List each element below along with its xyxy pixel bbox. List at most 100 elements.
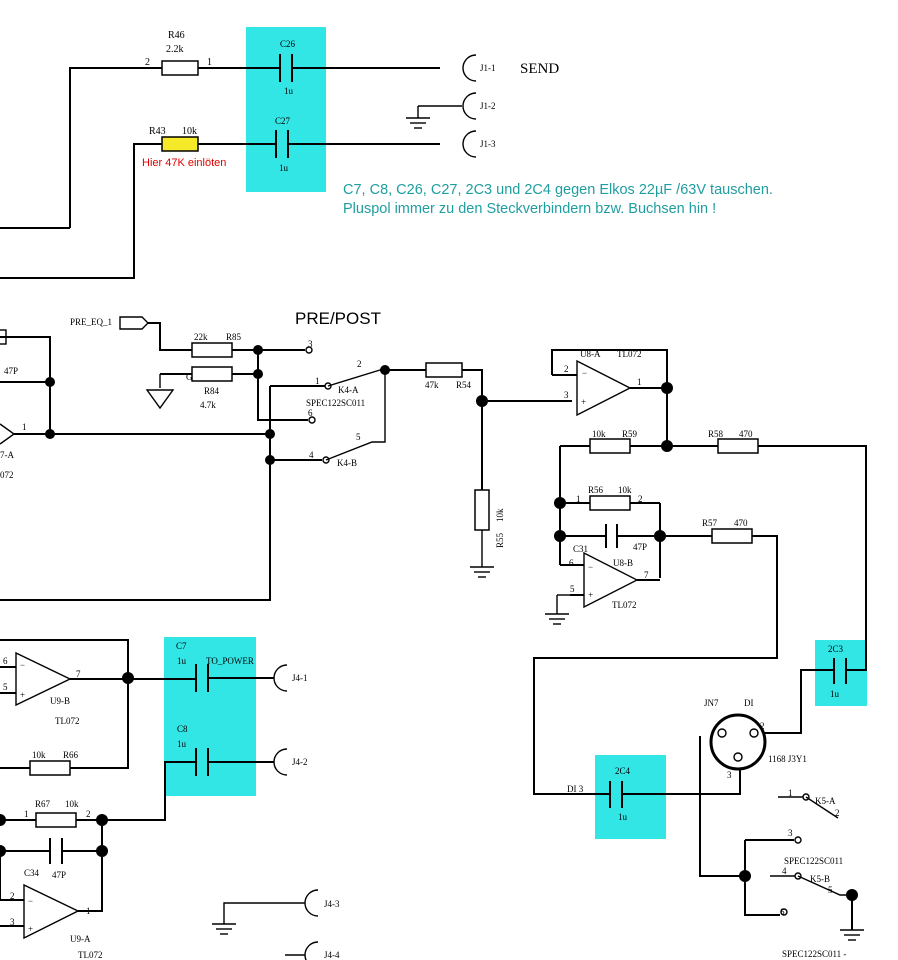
resistor-r67: [35, 812, 77, 828]
xlr-section: 2C3 1u 2C4 1u DI 3 JN7 DI 1168 J3Y1 2 3: [567, 644, 847, 882]
c8-value: 1u: [177, 739, 187, 749]
c34-value: 47P: [52, 870, 66, 880]
c-47p-left: 47P: [4, 366, 18, 376]
resistor-r84: [191, 366, 233, 382]
k5-spec: SPEC122SC011: [784, 856, 843, 866]
top-section: R46 2.2k 2 1 C26 1u R43 10k Hier 47K ein…: [0, 30, 773, 279]
r56-pin1: 1: [576, 494, 581, 504]
xlr-connector-icon: [709, 713, 767, 771]
k4a-pin3: 3: [308, 339, 313, 349]
xlr-pin2: 2: [760, 721, 765, 731]
r67-value: 10k: [65, 799, 79, 809]
r46-pin1: 1: [207, 57, 212, 68]
u9a-label: U9-A: [70, 934, 91, 944]
r57-value: 470: [734, 518, 748, 528]
resistor-r55: [474, 489, 490, 531]
r58-value: 470: [739, 429, 753, 439]
u8-section: U8-A TL072 2 3 1 − + 10k R59 R58 470 R56…: [533, 349, 867, 795]
resistor-r46: [161, 60, 199, 76]
u9b-tl072: TL072: [55, 716, 80, 726]
k5a-pin1: 1: [788, 788, 793, 798]
svg-text:−: −: [20, 660, 25, 670]
u8b-tl072: TL072: [612, 600, 637, 610]
c31-value: 47P: [633, 542, 647, 552]
highlight-2c4: [595, 755, 666, 839]
k4b-pin4: 4: [309, 450, 314, 460]
c7-ref: C7: [176, 641, 187, 651]
pre-post-title: PRE/POST: [295, 309, 381, 328]
capacitor-c27: [275, 130, 289, 158]
c2c4-ref: 2C4: [615, 766, 631, 776]
svg-text:+: +: [28, 924, 33, 934]
xlr-pin3: 3: [727, 770, 732, 780]
k4b-pin5: 5: [356, 432, 361, 442]
r58-ref: R58: [708, 429, 724, 439]
resistor-r59: [589, 438, 631, 454]
k4a-pin1: 1: [315, 376, 320, 386]
j4-2-label: J4-2: [292, 757, 308, 767]
u7-pin1: 1: [22, 422, 27, 432]
opamp-u8a-icon: [576, 359, 632, 417]
resistor-r56: [589, 495, 631, 511]
opamp-u9b-icon: [15, 651, 72, 707]
c2c3-value: 1u: [830, 689, 840, 699]
resistor-r43: [161, 136, 199, 152]
u8a-pin3: 3: [564, 390, 569, 400]
r43-value: 10k: [182, 126, 197, 137]
u8a-pin1: 1: [637, 377, 642, 387]
k5-spec-2: SPEC122SC011 -: [782, 949, 846, 959]
mid-section: PRE/POST 47P 1 7-A 072 PRE_EQ_1 22k R85 …: [0, 309, 572, 601]
u9b-pin7: 7: [76, 669, 81, 679]
r56-pin2: 2: [638, 494, 643, 504]
jack-j4-2-icon: [273, 748, 288, 776]
opamp-u9a-icon: [23, 883, 80, 940]
r54-value: 47k: [425, 380, 439, 390]
r59-value: 10k: [592, 429, 606, 439]
u8b-label: U8-B: [613, 558, 633, 568]
u9b-pin5: 5: [3, 682, 8, 692]
pre-eq-label: PRE_EQ_1: [70, 317, 112, 327]
svg-text:−: −: [28, 896, 33, 906]
u8a-pin2: 2: [564, 364, 569, 374]
ground-icon-r55: [470, 566, 494, 578]
svg-text:+: +: [588, 590, 593, 600]
j4-1-label: J4-1: [292, 673, 308, 683]
ground-triangle-icon: [145, 389, 175, 410]
ground-icon: [406, 117, 430, 129]
k4a-pin2: 2: [357, 359, 362, 369]
k5b-label: K5-B: [810, 874, 830, 884]
c27-value: 1u: [279, 163, 289, 173]
resistor-r58: [717, 438, 759, 454]
r46-ref: R46: [168, 30, 185, 41]
r67-ref: R67: [35, 799, 51, 809]
r84-value: 4.7k: [200, 400, 216, 410]
c34-ref: C34: [24, 868, 40, 878]
u9a-pin3: 3: [10, 917, 15, 927]
u9a-pin1: 1: [86, 906, 91, 916]
resistor-r57: [711, 528, 753, 544]
spec-k4: SPEC122SC011: [306, 398, 365, 408]
k5a-pin3: 3: [788, 828, 793, 838]
u9a-pin2: 2: [10, 891, 15, 901]
r66-value: 10k: [32, 750, 46, 760]
svg-text:−: −: [582, 368, 587, 378]
j4-4-label: J4-4: [324, 950, 340, 960]
r66-ref: R66: [63, 750, 79, 760]
c26-ref: C26: [280, 39, 296, 49]
c7-net: TO_POWER: [206, 656, 254, 666]
ground-icon-u8b: [545, 613, 569, 625]
r57-ref: R57: [702, 518, 718, 528]
svg-text:−: −: [588, 562, 593, 572]
k5b-pin5: 5: [828, 885, 833, 895]
c26-value: 1u: [284, 86, 294, 96]
k5a-label: K5-A: [815, 796, 836, 806]
r43-ref: R43: [149, 126, 166, 137]
net-flag-icon: [119, 316, 149, 330]
r43-note: Hier 47K einlöten: [142, 157, 226, 169]
u9b-pin6: 6: [3, 656, 8, 666]
k4b-label: K4-B: [337, 458, 357, 468]
j1-3-label: J1-3: [480, 139, 496, 149]
c2c4-value: 1u: [618, 812, 628, 822]
jn7-label: JN7: [704, 698, 719, 708]
